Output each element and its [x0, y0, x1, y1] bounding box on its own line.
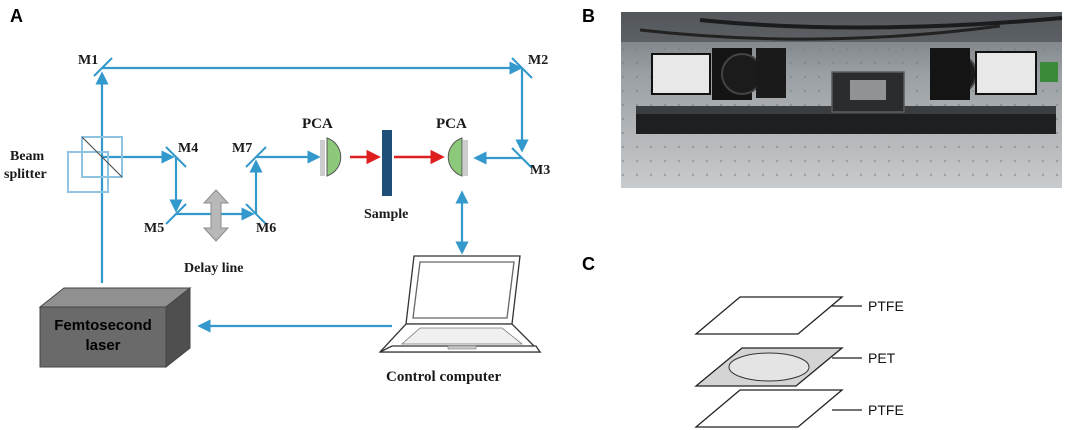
delay-line-arrow-icon: [202, 189, 230, 242]
label-m1: M1: [78, 53, 98, 68]
mirror-m7-icon: [245, 146, 267, 168]
laptop-icon: [378, 255, 542, 353]
laser-label-line2: laser: [85, 337, 120, 354]
ptfe-top-label: PTFE: [868, 298, 904, 314]
delay-line-label: Delay line: [184, 261, 244, 276]
laser-label-line1: Femtosecond: [54, 317, 152, 334]
pet-label: PET: [868, 350, 896, 366]
label-m6: M6: [256, 221, 276, 236]
panel-c-label: C: [582, 254, 595, 274]
label-m3: M3: [530, 163, 550, 178]
sample-label: Sample: [364, 207, 408, 222]
mirror-m3-icon: [511, 147, 533, 169]
ptfe-bottom-label: PTFE: [868, 402, 904, 418]
computer-label: Control computer: [386, 369, 501, 385]
beam-splitter-label-line1: Beam: [10, 149, 45, 164]
ptfe-bottom-layer: [694, 389, 844, 428]
setup-photo: [621, 12, 1063, 188]
label-m7: M7: [232, 141, 252, 156]
pca-emitter-icon: [320, 137, 342, 177]
beam-splitter-label-line2: splitter: [4, 167, 47, 182]
thz-setup-schematic: M1 M2 M3 M4 M5 M6 M7 Beam splitter Delay…: [4, 53, 550, 385]
mirror-m1-icon: [93, 57, 113, 77]
femtosecond-laser-icon: [38, 286, 192, 369]
mirror-m4-icon: [165, 146, 187, 168]
sample-icon: [382, 130, 392, 196]
mirror-m5-icon: [165, 203, 187, 225]
sample-layer-stack: PTFE PET PTFE: [694, 296, 904, 428]
pca-detector-icon: [447, 137, 468, 177]
mirror-m2-icon: [511, 57, 533, 79]
label-m2: M2: [528, 53, 548, 68]
label-m5: M5: [144, 221, 164, 236]
panel-b-label: B: [582, 6, 595, 26]
ptfe-top-layer: [694, 296, 844, 335]
pca-detector-label: PCA: [436, 116, 467, 132]
mirror-m6-icon: [245, 203, 267, 225]
pca-emitter-label: PCA: [302, 116, 333, 132]
panel-a-label: A: [10, 6, 23, 26]
label-m4: M4: [178, 141, 198, 156]
pet-circular-sample: [728, 352, 810, 382]
beam-splitter-icon: [67, 136, 123, 193]
